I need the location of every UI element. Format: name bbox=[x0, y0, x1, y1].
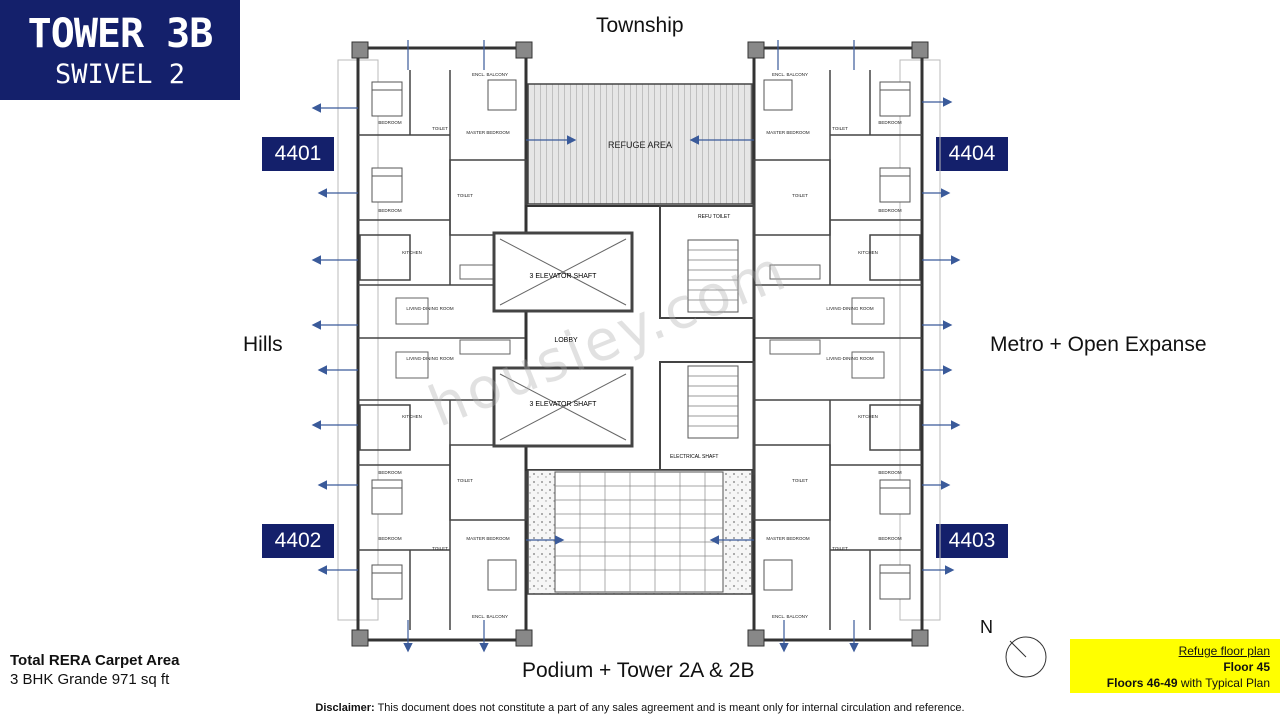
legend-floors-note: with Typical Plan bbox=[1177, 676, 1270, 690]
electrical-shaft-label: ELECTRICAL SHAFT bbox=[670, 454, 718, 460]
refuge-area bbox=[527, 83, 753, 205]
room-label: MASTER BEDROOM bbox=[466, 536, 510, 541]
elevator-shaft-top-label: 3 ELEVATOR SHAFT bbox=[530, 273, 598, 280]
direction-right-label: Metro + Open Expanse bbox=[990, 333, 1207, 356]
rera-area-value: 3 BHK Grande 971 sq ft bbox=[10, 671, 170, 688]
unit-badge-4404: 4404 bbox=[936, 137, 1008, 171]
unit-badge-4402: 4402 bbox=[262, 524, 334, 558]
right-wing-outline bbox=[752, 46, 924, 642]
room-label: TOILET bbox=[832, 546, 848, 551]
legend-floor: Floor 45 bbox=[1223, 660, 1270, 674]
room-label: TOILET bbox=[457, 193, 473, 198]
tower-title-box: TOWER 3B SWIVEL 2 bbox=[0, 0, 240, 100]
room-label: KITCHEN bbox=[402, 250, 422, 255]
disclaimer-label: Disclaimer: bbox=[315, 702, 375, 714]
room-label: KITCHEN bbox=[402, 414, 422, 419]
room-label: LIVING-DINING ROOM bbox=[406, 356, 454, 361]
elevator-shaft-bottom-label: 3 ELEVATOR SHAFT bbox=[530, 401, 598, 408]
left-wing-outline bbox=[356, 46, 528, 642]
room-label: ENCL. BALCONY bbox=[772, 614, 808, 619]
refuge-area-label: REFUGE AREA bbox=[608, 140, 672, 150]
room-label: TOILET bbox=[457, 478, 473, 483]
view-arrows bbox=[311, 40, 961, 653]
room-label: LIVING-DINING ROOM bbox=[826, 306, 874, 311]
compass: N bbox=[980, 617, 1050, 678]
room-label: BEDROOM bbox=[878, 536, 902, 541]
room-label: TOILET bbox=[432, 546, 448, 551]
tower-subtitle: SWIVEL 2 bbox=[54, 59, 186, 90]
room-label: TOILET bbox=[432, 126, 448, 131]
room-label: ENCL. BALCONY bbox=[772, 72, 808, 77]
rera-area-title: Total RERA Carpet Area bbox=[10, 652, 180, 669]
room-label: BEDROOM bbox=[878, 470, 902, 475]
floor-plan-drawing: REFUGE AREA 3 ELEVATOR SHAFT 3 ELEVATOR … bbox=[311, 40, 961, 653]
room-label: BEDROOM bbox=[378, 536, 402, 541]
room-label: BEDROOM bbox=[378, 120, 402, 125]
room-label: TOILET bbox=[832, 126, 848, 131]
direction-bottom-label: Podium + Tower 2A & 2B bbox=[522, 659, 755, 682]
legend-floors-range: Floors 46-49 bbox=[1106, 676, 1178, 690]
lobby-label: LOBBY bbox=[554, 337, 578, 344]
room-label: ENCL. BALCONY bbox=[472, 72, 508, 77]
refu-toilet-label: REFU TOILET bbox=[698, 214, 730, 220]
room-label: TOILET bbox=[792, 478, 808, 483]
room-label: BEDROOM bbox=[378, 470, 402, 475]
compass-north-label: N bbox=[980, 617, 993, 637]
room-label: BEDROOM bbox=[878, 120, 902, 125]
compass-icon bbox=[1005, 636, 1047, 678]
disclaimer-text: This document does not constitute a part… bbox=[374, 702, 965, 714]
direction-left-label: Hills bbox=[243, 333, 283, 356]
room-label: ENCL. BALCONY bbox=[472, 614, 508, 619]
room-label: MASTER BEDROOM bbox=[766, 130, 810, 135]
room-label: BEDROOM bbox=[878, 208, 902, 213]
room-label: MASTER BEDROOM bbox=[466, 130, 510, 135]
tower-title: TOWER 3B bbox=[27, 11, 214, 57]
unit-badge-4401: 4401 bbox=[262, 137, 334, 171]
room-label: BEDROOM bbox=[378, 208, 402, 213]
direction-top-label: Township bbox=[596, 14, 684, 37]
room-label: MASTER BEDROOM bbox=[766, 536, 810, 541]
rera-area-block: Total RERA Carpet Area 3 BHK Grande 971 … bbox=[10, 651, 179, 689]
legend-plan-type: Refuge floor plan bbox=[1178, 644, 1270, 658]
room-label: LIVING-DINING ROOM bbox=[406, 306, 454, 311]
unit-badge-4403: 4403 bbox=[936, 524, 1008, 558]
room-label: TOILET bbox=[792, 193, 808, 198]
room-label: LIVING-DINING ROOM bbox=[826, 356, 874, 361]
disclaimer: Disclaimer: This document does not const… bbox=[0, 702, 1280, 714]
room-label: KITCHEN bbox=[858, 250, 878, 255]
room-label: KITCHEN bbox=[858, 414, 878, 419]
floor-legend: Refuge floor plan Floor 45 Floors 46-49 … bbox=[1070, 639, 1280, 693]
